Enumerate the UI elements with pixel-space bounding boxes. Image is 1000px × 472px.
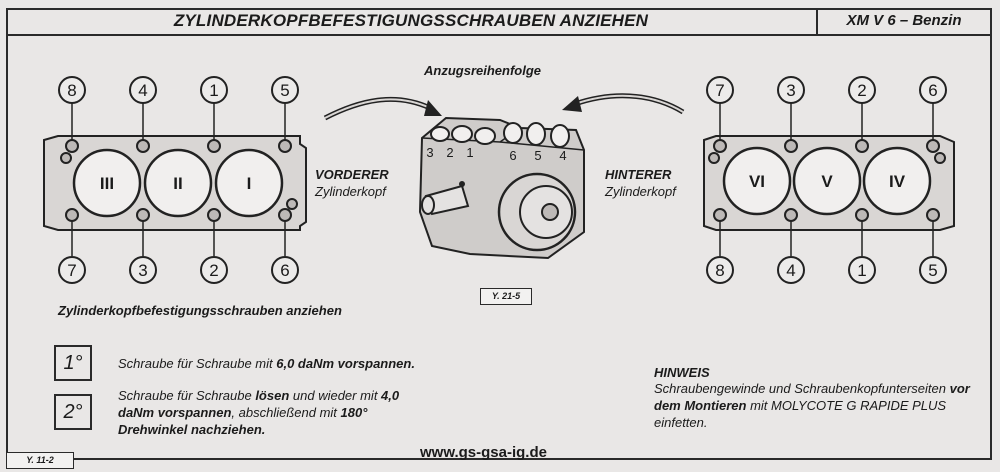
header-divider: [816, 8, 818, 34]
step-2-text: Schraube für Schraube lösen und wieder m…: [118, 387, 418, 438]
rear-head-label: HINTERER Zylinderkopf: [605, 166, 676, 200]
engine-cylinder-number: 4: [559, 148, 566, 163]
front-bolt-number: 5: [280, 81, 289, 100]
note-text-a: Schraubengewinde und Schraubenkopfunters…: [654, 381, 950, 396]
diagram-caption: Zylinderkopfbefestigungsschrauben anzieh…: [58, 303, 342, 318]
step-1-text-b: 6,0 daNm vorspannen.: [276, 356, 415, 371]
step-1-text: Schraube für Schraube mit 6,0 daNm vorsp…: [118, 355, 415, 372]
cylinder-bore: [722, 146, 792, 216]
rear-head-label-bold: HINTERER: [605, 167, 672, 182]
engine-cylinder-number: 5: [534, 148, 541, 163]
rear-cylinder-label: V: [821, 172, 833, 191]
front-bolt-number: 4: [138, 81, 147, 100]
note-title: HINWEIS: [654, 365, 710, 380]
rear-bolt-number: 7: [715, 81, 724, 100]
cylinder-bore: [214, 148, 284, 218]
model-label: XM V 6 – Benzin: [846, 12, 962, 29]
page-ref: Y. 11-2: [6, 452, 74, 469]
cylinder-bore: [792, 146, 862, 216]
front-cylinder-label: I: [247, 174, 252, 193]
note-text-c: mit MOLYCOTE G RAPIDE PLUS einfetten.: [654, 398, 947, 430]
rear-bolt-number: 3: [786, 81, 795, 100]
front-bolt-number: 3: [138, 261, 147, 280]
front-bolt-number: 8: [67, 81, 76, 100]
engine-cylinder-number: 6: [509, 148, 516, 163]
rear-cylinder-label: VI: [749, 172, 765, 191]
rear-bolt-number: 6: [928, 81, 937, 100]
step-2-text-f: 180° Drehwinkel nachziehen.: [118, 405, 368, 437]
front-bolt-number: 6: [280, 261, 289, 280]
front-cylinder-label: III: [100, 174, 114, 193]
cylinder-bore: [143, 148, 213, 218]
note-text-b: vor dem Montieren: [654, 381, 970, 413]
rear-head-gasket: 7 3 2 6 8 4 1 5 VI V IV: [703, 76, 955, 284]
cylinder-bore: [862, 146, 932, 216]
engine-cylinder-number: 1: [466, 145, 473, 160]
step-2-text-b: lösen: [255, 388, 290, 403]
rear-bolt-number: 1: [857, 261, 866, 280]
step-2-text-d: 4,0 daNm vorspannen: [118, 388, 400, 420]
rear-head-label-text: Zylinderkopf: [605, 184, 676, 199]
figure-ref: Y. 21-5: [480, 288, 532, 305]
engine-cylinder-number: 3: [426, 145, 433, 160]
front-head-gasket: 8 4 1 5 7 3 2 6 III II I: [43, 76, 307, 284]
website-url: www.gs-gsa-ig.de: [420, 444, 547, 461]
rear-bolt-number: 5: [928, 261, 937, 280]
front-bolt-number: 7: [67, 261, 76, 280]
rear-bolt-number: 4: [786, 261, 795, 280]
front-head-label-bold: VORDERER: [315, 167, 389, 182]
header-bar: ZYLINDERKOPFBEFESTIGUNGSSCHRAUBEN ANZIEH…: [6, 8, 992, 36]
rear-bolt-number: 2: [857, 81, 866, 100]
cylinder-bore: [72, 148, 142, 218]
front-head-label-text: Zylinderkopf: [315, 184, 386, 199]
rear-bolt-number: 8: [715, 261, 724, 280]
note-text: Schraubengewinde und Schraubenkopfunters…: [654, 380, 984, 431]
step-2-text-a: Schraube für Schraube: [118, 388, 256, 403]
front-cylinder-label: II: [173, 174, 182, 193]
engine-cylinder-number: 2: [446, 145, 453, 160]
page-frame: [6, 8, 992, 460]
step-1-box: 1°: [54, 345, 92, 381]
engine-illustration: 3 2 1 6 5 4: [323, 93, 685, 260]
front-head-label: VORDERER Zylinderkopf: [315, 166, 389, 200]
step-2-text-c: und wieder mit: [289, 388, 382, 403]
front-bolt-number: 1: [209, 81, 218, 100]
sequence-title: Anzugsreihenfolge: [424, 63, 542, 78]
step-2-box: 2°: [54, 394, 92, 430]
page-title: ZYLINDERKOPFBEFESTIGUNGSSCHRAUBEN ANZIEH…: [173, 11, 649, 30]
step-1-text-a: Schraube für Schraube mit: [118, 356, 277, 371]
front-bolt-number: 2: [209, 261, 218, 280]
step-2-text-e: , abschließend mit: [231, 405, 341, 420]
rear-cylinder-label: IV: [889, 172, 906, 191]
